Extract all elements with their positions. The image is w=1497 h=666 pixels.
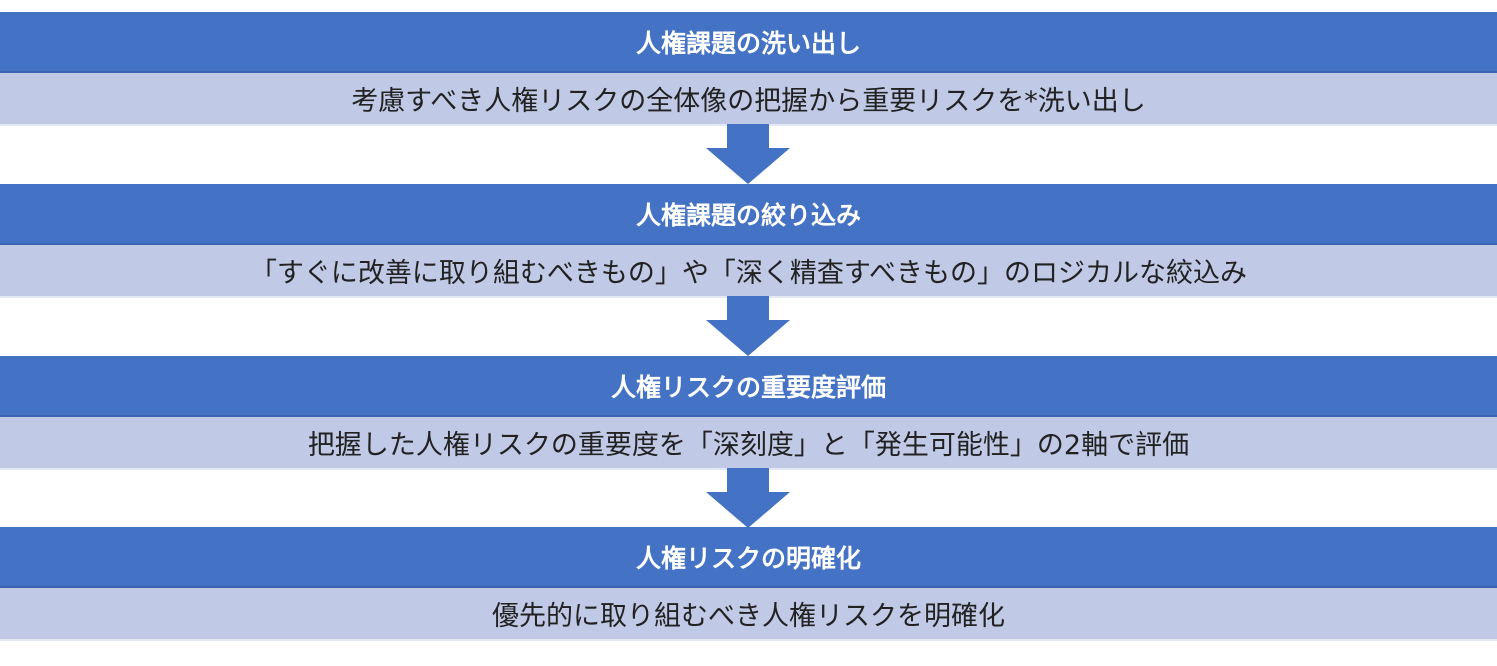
step-description: 「すぐに改善に取り組むべきもの」や「深く精査すべきもの」のロジカルな絞込み [0, 245, 1497, 298]
down-arrow-icon [706, 124, 790, 184]
step-title: 人権課題の絞り込み [0, 184, 1497, 245]
step-4: 人権リスクの明確化 優先的に取り組むべき人権リスクを明確化 [0, 527, 1497, 641]
step-1: 人権課題の洗い出し 考慮すべき人権リスクの全体像の把握から重要リスクを*洗い出し [0, 12, 1497, 126]
down-arrow-icon [706, 468, 790, 528]
step-description: 把握した人権リスクの重要度を「深刻度」と「発生可能性」の2軸で評価 [0, 417, 1497, 470]
step-description: 考慮すべき人権リスクの全体像の把握から重要リスクを*洗い出し [0, 73, 1497, 126]
step-title: 人権課題の洗い出し [0, 12, 1497, 73]
step-title: 人権リスクの重要度評価 [0, 356, 1497, 417]
step-title: 人権リスクの明確化 [0, 527, 1497, 588]
step-2: 人権課題の絞り込み 「すぐに改善に取り組むべきもの」や「深く精査すべきもの」のロ… [0, 184, 1497, 298]
step-3: 人権リスクの重要度評価 把握した人権リスクの重要度を「深刻度」と「発生可能性」の… [0, 356, 1497, 470]
step-description: 優先的に取り組むべき人権リスクを明確化 [0, 588, 1497, 641]
down-arrow-icon [706, 296, 790, 356]
